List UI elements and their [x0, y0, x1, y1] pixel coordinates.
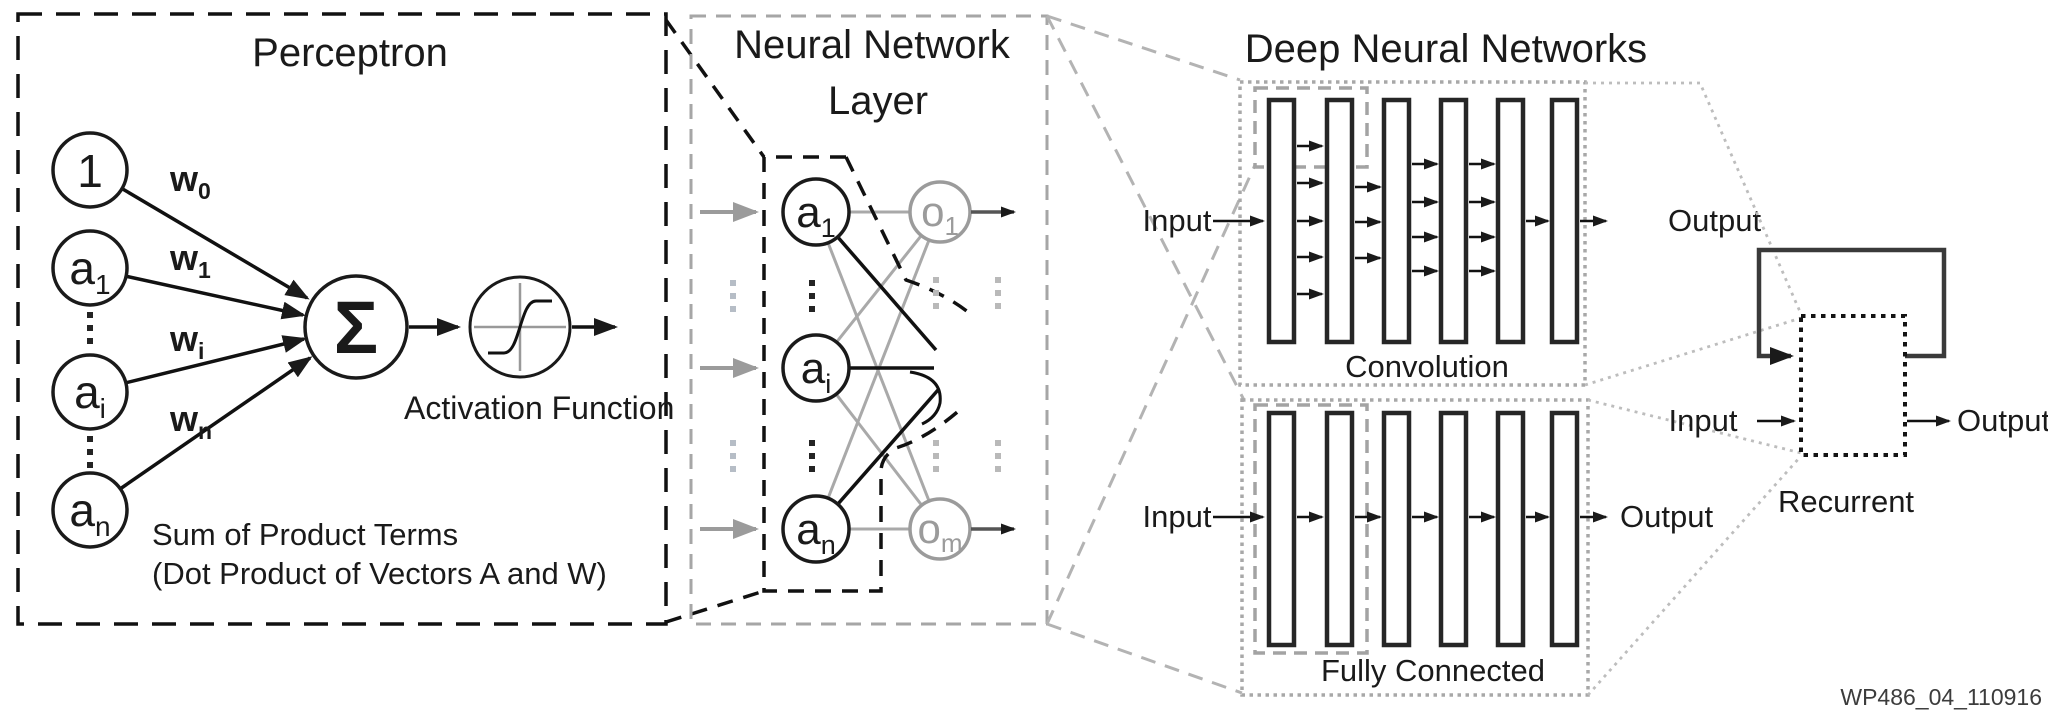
convolution-layers	[1266, 97, 1580, 345]
bias-node	[51, 131, 129, 209]
recurrent-box	[1799, 314, 1907, 457]
layer-output-arrows	[971, 206, 1016, 535]
bias-node-label: 1	[77, 145, 103, 197]
perceptron-section: Perceptron 1 a1 ai an w0 w1 wi wn Σ	[16, 12, 674, 626]
perceptron-box	[16, 12, 668, 626]
convolution-input-label: Input	[1143, 203, 1212, 238]
fully-connected-input-label: Input	[1143, 499, 1212, 534]
dnn-to-recurrent-fan-lines	[1584, 81, 1803, 696]
layer-node-label: an	[796, 505, 836, 560]
sum-symbol: Σ	[334, 286, 378, 369]
fully-connected-highlight-box	[1253, 403, 1369, 655]
input-node-label: an	[69, 484, 110, 542]
weight-label-wn: wn	[169, 398, 212, 444]
convolution-block: Input Output Convolution	[1143, 80, 1761, 387]
perceptron-to-layer-connectors	[664, 18, 766, 624]
input-node-label: a1	[69, 242, 110, 300]
input-node-ai	[51, 353, 129, 431]
sum-node	[303, 274, 409, 380]
activation-function-label: Activation Function	[404, 390, 674, 426]
watermark: WP486_04_110916	[1840, 684, 2042, 710]
layer-to-dnn-fan-lines	[1045, 14, 1257, 695]
weight-label-w0: w0	[169, 158, 211, 204]
sigmoid-icon	[474, 283, 566, 371]
recurrent-section: Input Output Recurrent	[1669, 247, 2048, 519]
convolution-label: Convolution	[1345, 349, 1509, 384]
caption-line2: (Dot Product of Vectors A and W)	[152, 556, 607, 591]
layer-node-label: ai	[801, 344, 831, 399]
ellipsis-dots	[730, 277, 1001, 474]
nn-layer-title-line2: Layer	[828, 79, 928, 123]
layer-output-label: om	[917, 505, 962, 558]
layer-node-a1	[781, 177, 851, 247]
fully-connected-block: Input Output Fully Connected	[1143, 398, 1713, 697]
layer-node-label: a1	[796, 188, 836, 243]
weight-label-w1: w1	[169, 237, 211, 283]
recurrent-label: Recurrent	[1778, 484, 1914, 519]
weight-label-wi: wi	[169, 318, 204, 364]
convolution-output-label: Output	[1668, 203, 1761, 238]
input-node-an	[51, 471, 129, 549]
nn-layer-section: Neural Network Layer	[689, 14, 1049, 626]
convolution-box	[1238, 80, 1587, 387]
nn-layer-title-line1: Neural Network	[734, 23, 1011, 67]
layer-output-node-om	[908, 497, 972, 561]
layer-output-label: o1	[921, 188, 959, 241]
caption-line1: Sum of Product Terms	[152, 517, 458, 552]
dnn-section: Deep Neural Networks	[1143, 27, 1761, 697]
input-node-label: ai	[74, 366, 106, 424]
layer-input-arrows	[700, 202, 759, 539]
feedback-loop	[1756, 247, 1947, 365]
fully-connected-label: Fully Connected	[1321, 653, 1545, 688]
perceptron-title: Perceptron	[252, 31, 448, 75]
input-node-a1	[51, 229, 129, 307]
layer-output-node-o1	[908, 180, 972, 244]
fully-connected-layers	[1266, 410, 1580, 648]
convolution-arrows	[1213, 140, 1608, 300]
nn-layer-box	[689, 14, 1049, 626]
recurrent-output-label: Output	[1957, 403, 2048, 438]
fully-connected-output-label: Output	[1620, 499, 1713, 534]
weighted-input-arrows	[119, 186, 313, 491]
recurrent-input-label: Input	[1669, 403, 1738, 438]
dnn-title: Deep Neural Networks	[1245, 27, 1647, 71]
layer-node-ai	[781, 333, 851, 403]
layer-node-an	[781, 494, 851, 564]
convolution-highlight-box	[1253, 86, 1369, 169]
